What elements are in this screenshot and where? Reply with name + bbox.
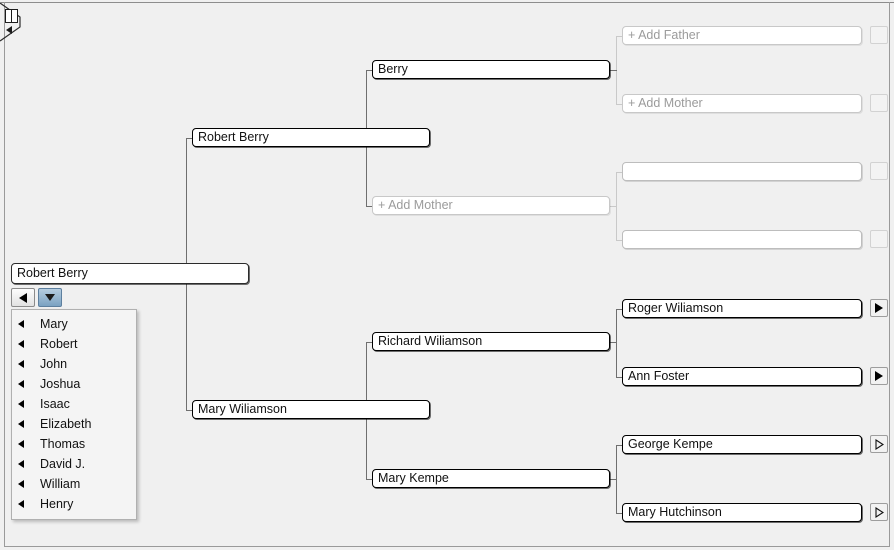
person-name: Roger Wiliamson bbox=[628, 301, 724, 315]
person-name: Mary Wiliamson bbox=[198, 402, 287, 416]
connector-roger bbox=[616, 309, 624, 310]
connector-berry-mother bbox=[366, 206, 374, 207]
triangle-right-outline-icon bbox=[874, 438, 884, 450]
book-icon bbox=[5, 9, 18, 23]
triangle-left-icon bbox=[18, 440, 24, 448]
person-box-richard-wiliamson[interactable]: Richard Wiliamson bbox=[372, 332, 610, 351]
dropdown-item[interactable]: John bbox=[12, 354, 136, 374]
triangle-left-icon bbox=[18, 480, 24, 488]
person-name: Berry bbox=[378, 62, 408, 76]
connector-gen2-father bbox=[186, 138, 193, 139]
connector-ann bbox=[616, 377, 624, 378]
dropdown-item[interactable]: Thomas bbox=[12, 434, 136, 454]
person-box-add-father-1[interactable]: + Add Father bbox=[622, 26, 862, 45]
person-box-berry[interactable]: Berry bbox=[372, 60, 610, 79]
person-name: Richard Wiliamson bbox=[378, 334, 483, 348]
connector-addparents2-stub bbox=[610, 206, 617, 207]
expand-button-ann-foster[interactable] bbox=[870, 367, 888, 385]
triangle-left-icon bbox=[18, 460, 24, 468]
connector-maryh bbox=[616, 513, 624, 514]
person-name: + Add Father bbox=[628, 28, 700, 42]
connector-kempe-stub bbox=[610, 479, 617, 480]
connector-roger-stub bbox=[610, 342, 617, 343]
dropdown-item-label: Robert bbox=[40, 337, 78, 351]
triangle-left-icon bbox=[18, 340, 24, 348]
dropdown-item-label: John bbox=[40, 357, 68, 371]
back-button[interactable] bbox=[11, 288, 35, 307]
triangle-left-icon bbox=[18, 400, 24, 408]
person-box-ann-foster[interactable]: Ann Foster bbox=[622, 367, 862, 386]
person-box-mary-wiliamson-gen2[interactable]: Mary Wiliamson bbox=[192, 400, 430, 419]
dropdown-item-label: Henry bbox=[40, 497, 74, 511]
panel-toggle[interactable] bbox=[0, 3, 26, 42]
person-box-add-mother-1[interactable]: + Add Mother bbox=[622, 94, 862, 113]
person-name: Robert Berry bbox=[198, 130, 269, 144]
triangle-left-icon bbox=[6, 26, 12, 34]
connector-gen2-mother bbox=[186, 410, 193, 411]
dropdown-item-label: William bbox=[40, 477, 81, 491]
person-name: Ann Foster bbox=[628, 369, 690, 383]
person-name: + Add Mother bbox=[378, 198, 453, 212]
person-box-empty-1[interactable] bbox=[622, 162, 862, 181]
connector-empty1 bbox=[616, 172, 624, 173]
dropdown-item[interactable]: David J. bbox=[12, 454, 136, 474]
dropdown-item[interactable]: Elizabeth bbox=[12, 414, 136, 434]
person-box-roger-wiliamson[interactable]: Roger Wiliamson bbox=[622, 299, 862, 318]
connector-addparents1-stub bbox=[610, 70, 617, 71]
expand-button-empty-2[interactable] bbox=[870, 230, 888, 248]
triangle-left-icon bbox=[18, 420, 24, 428]
triangle-left-icon bbox=[19, 292, 27, 303]
triangle-left-icon bbox=[18, 320, 24, 328]
person-box-george-kempe[interactable]: George Kempe bbox=[622, 435, 862, 454]
person-name: + Add Mother bbox=[628, 96, 703, 110]
canvas-top-border bbox=[0, 2, 894, 3]
dropdown-item-label: Thomas bbox=[40, 437, 86, 451]
triangle-right-icon bbox=[875, 303, 883, 313]
triangle-down-icon bbox=[45, 294, 55, 301]
children-dropdown-menu[interactable]: Mary Robert John Joshua Isaac Elizabeth … bbox=[11, 309, 137, 520]
triangle-left-icon bbox=[18, 380, 24, 388]
dropdown-item[interactable]: Isaac bbox=[12, 394, 136, 414]
connector-berry-father bbox=[366, 70, 374, 71]
triangle-right-icon bbox=[875, 371, 883, 381]
person-box-mary-hutchinson[interactable]: Mary Hutchinson bbox=[622, 503, 862, 522]
dropdown-item[interactable]: Joshua bbox=[12, 374, 136, 394]
expand-button-roger-wiliamson[interactable] bbox=[870, 299, 888, 317]
dropdown-item-label: Mary bbox=[40, 317, 68, 331]
triangle-right-outline-icon bbox=[874, 506, 884, 518]
person-name: Mary Kempe bbox=[378, 471, 449, 485]
person-name: George Kempe bbox=[628, 437, 713, 451]
children-dropdown-button[interactable] bbox=[38, 288, 62, 307]
expand-button-add-mother-1[interactable] bbox=[870, 94, 888, 112]
person-box-add-mother-2[interactable]: + Add Mother bbox=[372, 196, 610, 215]
triangle-left-icon bbox=[18, 360, 24, 368]
person-box-robert-berry-gen2[interactable]: Robert Berry bbox=[192, 128, 430, 147]
connector-empty2 bbox=[616, 240, 624, 241]
person-name: Robert Berry bbox=[17, 266, 88, 280]
connector-george bbox=[616, 445, 624, 446]
expand-button-mary-hutchinson[interactable] bbox=[870, 503, 888, 521]
person-box-mary-kempe[interactable]: Mary Kempe bbox=[372, 469, 610, 488]
dropdown-item-label: Elizabeth bbox=[40, 417, 92, 431]
triangle-left-icon bbox=[18, 500, 24, 508]
dropdown-item[interactable]: Robert bbox=[12, 334, 136, 354]
connector-wiliamson-father bbox=[366, 342, 374, 343]
dropdown-item-label: David J. bbox=[40, 457, 86, 471]
dropdown-item-label: Joshua bbox=[40, 377, 81, 391]
dropdown-item[interactable]: Henry bbox=[12, 494, 136, 514]
connector-addmother1 bbox=[616, 104, 624, 105]
expand-button-add-father-1[interactable] bbox=[870, 26, 888, 44]
person-name: Mary Hutchinson bbox=[628, 505, 722, 519]
connector-roger-spine bbox=[616, 309, 617, 377]
connector-addfather1 bbox=[616, 36, 624, 37]
expand-button-george-kempe[interactable] bbox=[870, 435, 888, 453]
dropdown-item[interactable]: William bbox=[12, 474, 136, 494]
connector-wiliamson-mother bbox=[366, 479, 374, 480]
dropdown-item[interactable]: Mary bbox=[12, 314, 136, 334]
person-box-empty-2[interactable] bbox=[622, 230, 862, 249]
expand-button-empty-1[interactable] bbox=[870, 162, 888, 180]
root-nav-buttons bbox=[11, 288, 62, 307]
person-box-root-robert-berry[interactable]: Robert Berry bbox=[11, 263, 249, 284]
dropdown-item-label: Isaac bbox=[40, 397, 70, 411]
